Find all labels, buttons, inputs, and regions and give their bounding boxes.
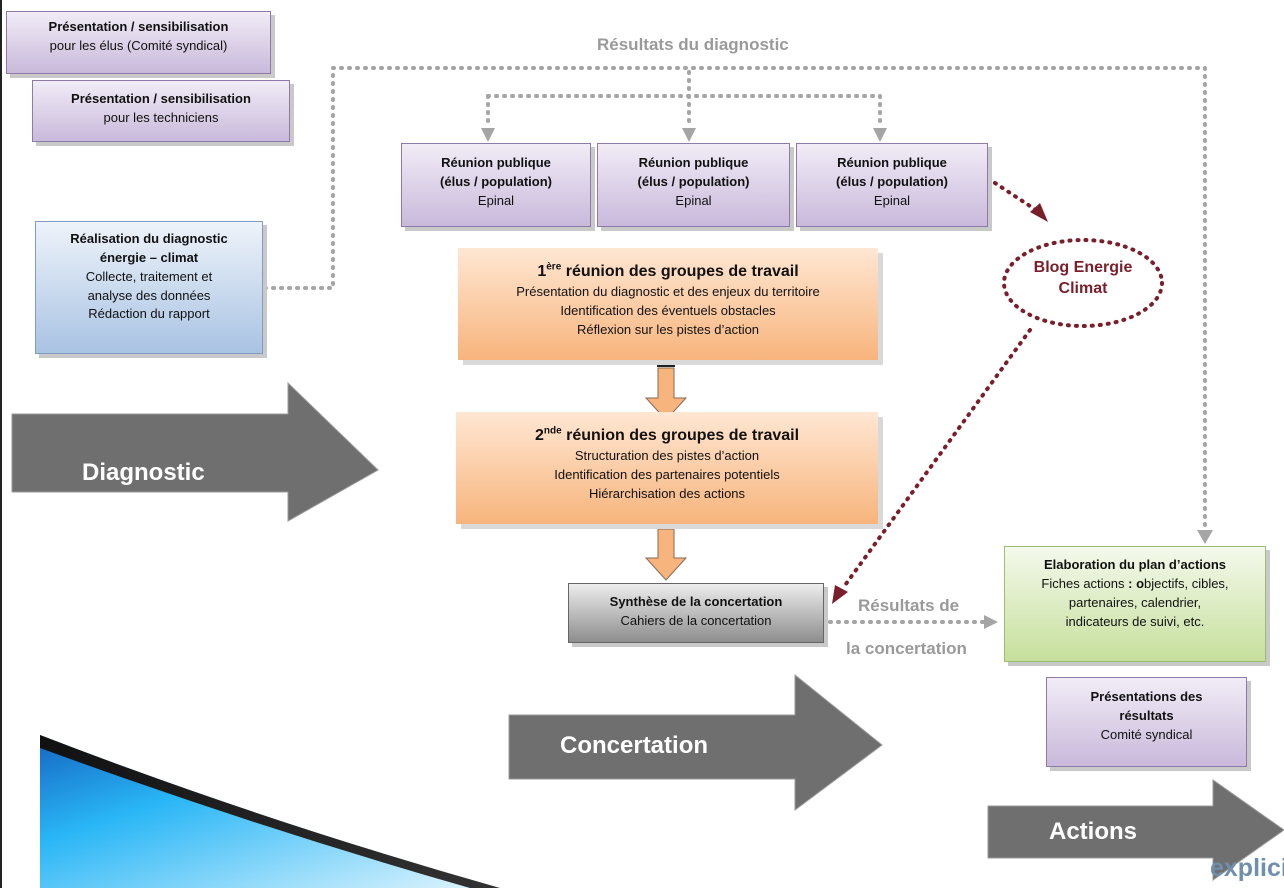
reunion-1-title: Réunion publique bbox=[441, 155, 551, 170]
groupe-travail-1-box: 1ère réunion des groupes de travail Prés… bbox=[458, 248, 878, 360]
blog-line1: Blog Energie bbox=[1033, 259, 1133, 276]
down-arrow1 bbox=[644, 367, 688, 421]
elaboration-line1-c: bjectifs, cibles, bbox=[1144, 575, 1229, 591]
elaboration-plan-box: Elaboration du plan d’actions Fiches act… bbox=[1004, 546, 1266, 662]
presentations-text: Comité syndical bbox=[1100, 726, 1193, 742]
reunion-3-location: Epinal bbox=[873, 192, 911, 208]
groupe-1-line1: Présentation du diagnostic et des enjeux… bbox=[516, 284, 820, 300]
realisation-line3: Rédaction du rapport bbox=[88, 306, 210, 322]
concertation-results-arrowhead bbox=[984, 615, 998, 629]
actions-phase-label: Actions bbox=[1049, 818, 1138, 845]
groupe-2-ordinal: nde bbox=[543, 425, 562, 437]
blog-line2: Climat bbox=[1058, 279, 1108, 297]
meeting3-arrowhead bbox=[873, 128, 887, 142]
groupe-1-title-text: réunion des groupes de travail bbox=[561, 263, 799, 280]
diagnostic-results-arrowhead bbox=[1197, 530, 1213, 544]
sensibilisation-tech-title: Présentation / sensibilisation bbox=[71, 91, 251, 106]
diagnostic-results-label: Résultats du diagnostic bbox=[597, 35, 789, 54]
elaboration-line3: indicateurs de suivi, etc. bbox=[1065, 613, 1205, 629]
realisation-title: Réalisation du diagnostic bbox=[70, 231, 228, 246]
sensibilisation-elus-box: Présentation / sensibilisation pour les … bbox=[6, 11, 271, 74]
groupe-travail-2-box: 2nde réunion des groupes de travail Stru… bbox=[456, 412, 878, 524]
ribbon-decoration bbox=[40, 735, 500, 888]
concertation-results-label1: Résultats de bbox=[858, 596, 960, 615]
synthese-title: Synthèse de la concertation bbox=[609, 594, 783, 609]
elaboration-title: Elaboration du plan d’actions bbox=[1043, 557, 1226, 572]
meeting2-arrowhead bbox=[682, 128, 696, 142]
groupe-2-title: 2nde réunion des groupes de travail bbox=[456, 424, 878, 447]
meeting1-arrowhead bbox=[481, 128, 495, 142]
reunion-2-subtitle: (élus / population) bbox=[637, 173, 750, 189]
concertation-results-label2: la concertation bbox=[846, 639, 967, 658]
reunion-3-subtitle: (élus / population) bbox=[836, 173, 948, 189]
elaboration-line1: Fiches actions : objectifs, cibles, bbox=[1005, 575, 1265, 594]
presentations-title: Présentations des bbox=[1090, 689, 1203, 704]
reunion-publique-1-box: Réunion publique (élus / population) Epi… bbox=[401, 143, 591, 227]
groupe-1-number: 1 bbox=[537, 263, 547, 280]
meeting-to-blog-arrowhead bbox=[1030, 203, 1048, 222]
diagnostic-phase-label: Diagnostic bbox=[82, 459, 205, 486]
blog-to-synthesis-connector bbox=[841, 328, 1032, 590]
blog-label: Blog Energie Climat bbox=[1008, 258, 1158, 300]
groupe-2-line3: Hiérarchisation des actions bbox=[588, 485, 746, 501]
down-arrow2 bbox=[644, 528, 688, 581]
presentations-resultats-box: Présentations des résultats Comité syndi… bbox=[1046, 677, 1247, 767]
synthese-concertation-box: Synthèse de la concertation Cahiers de l… bbox=[568, 583, 824, 643]
blog-to-synthesis-arrowhead bbox=[832, 585, 848, 604]
reunion-1-subtitle: (élus / population) bbox=[440, 173, 552, 189]
down-arrow1-cap bbox=[657, 362, 675, 367]
groupe-2-line1: Structuration des pistes d’action bbox=[574, 448, 760, 464]
sensibilisation-tech-text: pour les techniciens bbox=[103, 109, 219, 125]
reunion-1-location: Epinal bbox=[477, 192, 515, 208]
groupe-1-ordinal: ère bbox=[546, 261, 562, 273]
groupe-2-title-text: réunion des groupes de travail bbox=[561, 427, 800, 444]
groupe-2-line2: Identification des partenaires potentiel… bbox=[554, 467, 780, 483]
realisation-diagnostic-box: Réalisation du diagnostic énergie – clim… bbox=[35, 221, 263, 354]
concertation-phase-label: Concertation bbox=[560, 732, 709, 759]
reunion-publique-3-box: Réunion publique (élus / population) Epi… bbox=[796, 143, 988, 227]
elaboration-line1-b: : o bbox=[1128, 575, 1145, 591]
explicit-logo: explicit bbox=[1210, 854, 1284, 882]
presentations-subtitle: résultats bbox=[1119, 707, 1174, 723]
actions-phase-arrow bbox=[987, 779, 1284, 881]
realisation-line2: analyse des données bbox=[87, 287, 211, 303]
synthese-text: Cahiers de la concertation bbox=[620, 612, 772, 628]
groupe-1-title: 1ère réunion des groupes de travail bbox=[458, 260, 878, 283]
reunion-publique-2-box: Réunion publique (élus / population) Epi… bbox=[597, 143, 790, 227]
sensibilisation-tech-box: Présentation / sensibilisation pour les … bbox=[32, 80, 290, 142]
reunion-2-title: Réunion publique bbox=[638, 155, 749, 170]
meeting-to-blog-connector bbox=[993, 181, 1038, 212]
diagnostic-results-connector bbox=[263, 66, 1207, 535]
sensibilisation-elus-text: pour les élus (Comité syndical) bbox=[49, 37, 228, 53]
sensibilisation-elus-title: Présentation / sensibilisation bbox=[48, 19, 229, 34]
reunion-2-location: Epinal bbox=[675, 192, 712, 208]
realisation-subtitle: énergie – climat bbox=[99, 249, 199, 265]
reunion-3-title: Réunion publique bbox=[837, 155, 947, 170]
elaboration-line1-a: Fiches actions bbox=[1041, 575, 1129, 591]
groupe-1-line3: Réflexion sur les pistes d’action bbox=[576, 321, 760, 337]
realisation-line1: Collecte, traitement et bbox=[85, 268, 213, 284]
elaboration-line2: partenaires, calendrier, bbox=[1068, 594, 1202, 610]
blog-ellipse bbox=[1002, 238, 1164, 328]
groupe-2-number: 2 bbox=[534, 427, 544, 444]
down-arrow2-cap bbox=[657, 523, 675, 528]
diagnostic-phase-arrow bbox=[11, 381, 379, 522]
groupe-1-line2: Identification des éventuels obstacles bbox=[560, 303, 776, 319]
concertation-phase-arrow bbox=[508, 673, 883, 811]
